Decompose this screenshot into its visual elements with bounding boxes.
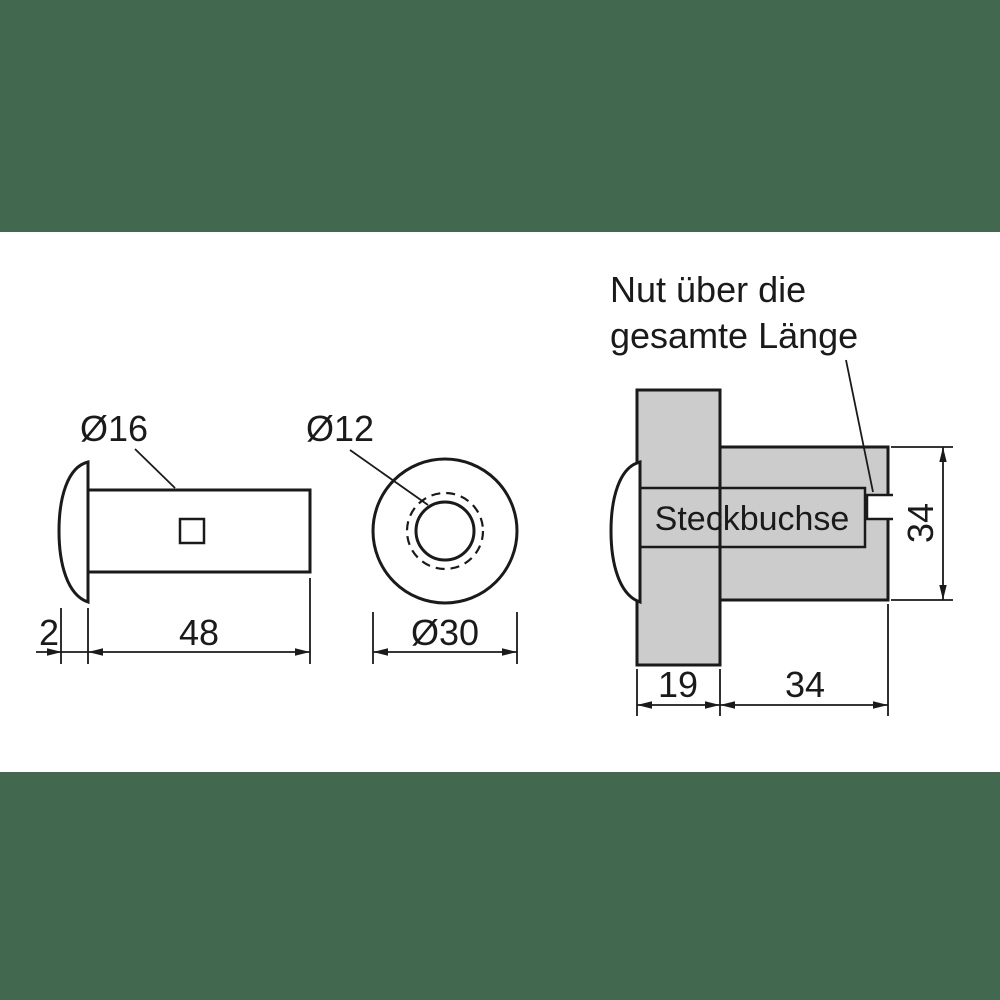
front-view: Ø12 Ø30 <box>306 408 519 664</box>
panel-thickness-dim: 19 <box>658 664 698 705</box>
hidden-shaft-circle <box>405 491 485 571</box>
head-diameter-label: Ø16 <box>80 408 148 449</box>
head-thickness-dim: 2 <box>39 612 59 653</box>
leader-line-d16 <box>134 448 176 489</box>
section-view: Steckbuchse Nut über die gesamte Länge 3… <box>609 269 953 716</box>
square-drive-hole <box>178 517 206 545</box>
part-label-box <box>638 486 867 549</box>
sleeve-length-dim: 34 <box>785 664 825 705</box>
groove-slot-outline <box>865 493 893 521</box>
shaft-length-dim: 48 <box>179 612 219 653</box>
note-leader-line <box>845 359 874 493</box>
sleeve-outer-diameter-dim: 34 <box>900 503 941 543</box>
groove-slot <box>866 495 893 519</box>
dimension-lines <box>637 447 947 709</box>
bolt-shaft <box>86 488 312 574</box>
bolt-head <box>57 460 90 605</box>
leader-line-d12 <box>349 449 429 506</box>
socket-head <box>609 460 642 605</box>
part-label: Steckbuchse <box>655 500 850 538</box>
panel-board <box>635 388 722 667</box>
note-line1: Nut über die <box>610 269 806 310</box>
bore-circle <box>414 500 476 562</box>
side-view: Ø16 2 48 <box>36 408 312 664</box>
socket-sleeve <box>718 445 890 602</box>
bore-diameter-label: Ø12 <box>306 408 374 449</box>
note-line2: gesamte Länge <box>610 315 858 356</box>
outer-diameter-dim: Ø30 <box>411 612 479 653</box>
